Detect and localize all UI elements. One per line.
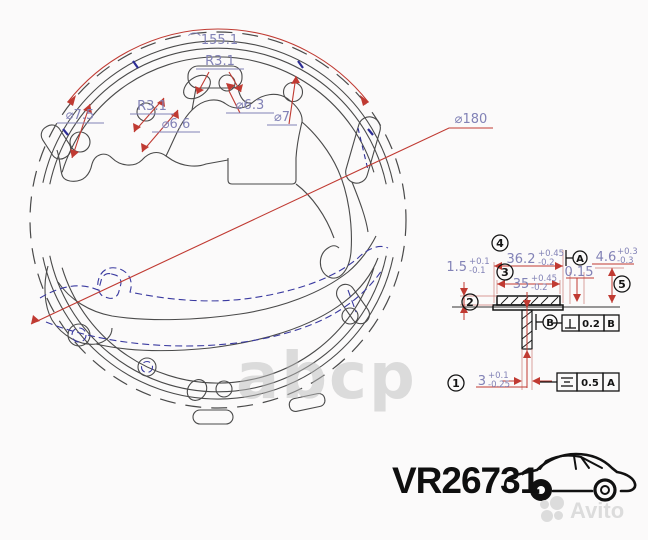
- dim-4-6-minus: -0.3: [617, 256, 634, 266]
- hidden-lines: [39, 245, 389, 374]
- dim-1-5-minus: -0.1: [469, 266, 486, 276]
- dim-3-minus: -0.25: [488, 380, 510, 390]
- datum-flag-b: B: [535, 314, 558, 330]
- dim-4-6-plus: +0.3: [617, 247, 638, 257]
- circle-dimension-labels: ⌒155.1 R3.1 ⌀7.5 R3.1 ⌀6.6 ⌀6.3 ⌀7 ⌀180: [57, 33, 488, 133]
- dim-3-plus: +0.1: [488, 371, 509, 381]
- fcf1-value: 0.2: [582, 319, 600, 330]
- label-dia-7-5: ⌀7.5: [66, 108, 95, 123]
- callout-3: 3: [501, 266, 509, 279]
- section-dimension-labels: 1.5 +0.1 -0.1 36.2 +0.45 -0.2 35 +0.45 -…: [446, 247, 637, 390]
- label-dia-6-3: ⌀6.3: [236, 98, 265, 113]
- fcf-symmetry: 0.5 A: [540, 372, 620, 392]
- avito-watermark-label: Avito: [570, 498, 625, 523]
- label-r31-top: R3.1: [205, 54, 235, 69]
- weld-tick-marks: [62, 60, 374, 171]
- callout-1: 1: [452, 377, 460, 390]
- dim-36-2-plus: +0.45: [538, 249, 564, 259]
- car-icon: [503, 452, 637, 502]
- avito-logo-icon: [538, 496, 568, 526]
- dim-0-15-value: 0.15: [565, 265, 594, 280]
- section-callouts: 4 3 2 1 5: [447, 234, 631, 392]
- symmetry-icon: [561, 377, 573, 387]
- label-dia-180: ⌀180: [455, 112, 488, 127]
- callout-5: 5: [618, 278, 626, 291]
- fcf2-value: 0.5: [581, 378, 599, 389]
- fcf2-datum: A: [607, 378, 615, 389]
- dim-35-minus: -0.2: [531, 283, 548, 293]
- datum-a-label: A: [576, 254, 584, 265]
- dim-4-6-value: 4.6: [596, 250, 617, 265]
- drum-outline: [29, 31, 407, 409]
- callout-2: 2: [466, 296, 474, 309]
- upper-brake-shoe: [40, 65, 381, 279]
- circle-dimension-arrows: [31, 76, 369, 324]
- datum-flag-a: A: [565, 250, 588, 266]
- dim-36-2-minus: -0.2: [538, 258, 555, 268]
- part-number: VR26731: [392, 460, 540, 501]
- dim-36-2-value: 36.2: [507, 252, 536, 267]
- dim-3-value: 3: [478, 374, 486, 389]
- dim-1-5-value: 1.5: [446, 260, 467, 275]
- fcf1-datum: B: [607, 319, 615, 330]
- dim-35-value: 35: [513, 277, 530, 292]
- section-view: A B 0.2 B 0.5: [446, 234, 638, 392]
- dim-1-5-plus: +0.1: [469, 257, 490, 267]
- perpendicularity-icon: [565, 319, 576, 329]
- lower-brake-shoe: [44, 235, 379, 425]
- avito-watermark: Avito: [538, 496, 624, 526]
- label-arc-155: ⌒155.1: [188, 33, 238, 48]
- abcp-watermark: abcp: [236, 340, 417, 414]
- label-r31-left: R3.1: [137, 99, 167, 114]
- label-dia-7: ⌀7: [274, 110, 290, 125]
- dim-35-plus: +0.45: [531, 274, 557, 284]
- callout-4: 4: [496, 237, 504, 250]
- label-dia-6-6: ⌀6.6: [162, 117, 191, 132]
- fcf-perpendicularity: 0.2 B: [552, 314, 620, 332]
- datum-b-label: B: [546, 318, 554, 329]
